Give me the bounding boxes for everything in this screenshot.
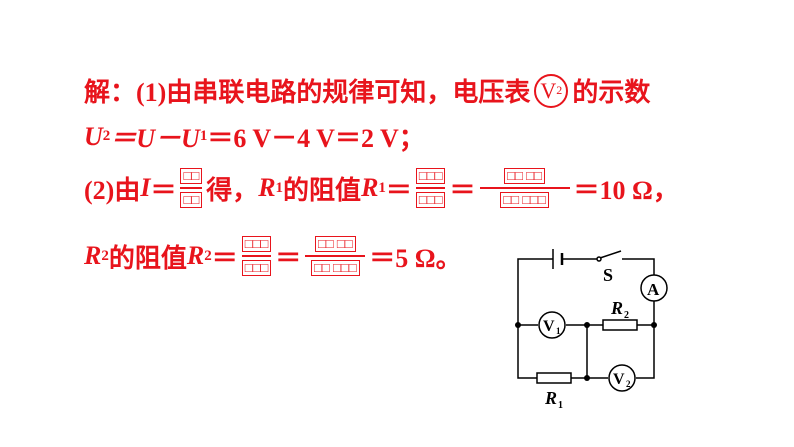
numerator: □□□ <box>241 236 272 252</box>
junction-dot <box>584 322 590 328</box>
r1-sub: 1 <box>558 400 563 411</box>
fraction: □□□ □□□ <box>415 168 446 208</box>
text: ＝ <box>449 175 476 205</box>
switch-pivot <box>596 256 602 262</box>
text: 解：(1)由串联电路的规律可知，电压表 <box>84 78 531 107</box>
v1-sub: 1 <box>556 326 561 336</box>
wires <box>517 258 655 379</box>
r2-label: R <box>610 298 623 318</box>
text: ＝ <box>150 175 177 205</box>
text: 1 <box>275 179 284 196</box>
fraction: □□ □□ □□ □□□ <box>479 168 570 208</box>
text: ＝ <box>275 243 302 273</box>
numerator: □□ □□ <box>504 168 545 184</box>
text: I <box>140 173 151 202</box>
text: (2)由 <box>84 175 141 205</box>
denominator: □□ □□□ <box>311 260 360 276</box>
numerator: □□□ <box>415 168 446 184</box>
text: V <box>540 77 557 103</box>
text: U <box>84 121 103 151</box>
text: 的阻值 <box>108 243 187 273</box>
junction-dot <box>515 322 521 328</box>
ammeter-symbol <box>640 274 668 302</box>
fraction: □□ □□ <box>180 168 203 208</box>
switch-label: S <box>603 265 613 285</box>
r2-sub: 2 <box>624 310 629 321</box>
text: ＝6 V－4 V＝2 V； <box>207 124 425 153</box>
junction-dot <box>584 375 590 381</box>
v2-sub: 2 <box>626 379 631 389</box>
voltmeter-v1-symbol <box>538 311 566 339</box>
denominator: □□ □□□ <box>500 192 549 208</box>
text: ＝5 Ω。 <box>369 243 462 273</box>
text: 2 <box>101 247 109 264</box>
fraction: □□□ □□□ <box>241 236 272 276</box>
denominator: □□□ <box>241 260 272 276</box>
denominator: □□ <box>180 192 203 208</box>
voltmeter-v2-symbol <box>608 364 636 392</box>
junction-dot <box>651 322 657 328</box>
text: ＝10 Ω， <box>573 175 679 205</box>
denominator: □□□ <box>415 192 446 208</box>
r1-label: R <box>544 388 557 408</box>
text: R <box>84 241 102 270</box>
text: R <box>258 173 276 202</box>
text: 2 <box>556 83 563 97</box>
v2-label: V <box>613 371 625 388</box>
numerator: □□ □□ <box>314 236 356 252</box>
text: 的阻值 <box>283 175 362 205</box>
numerator: □□ <box>180 168 203 184</box>
text: ＝ <box>385 175 412 205</box>
resistor-r2 <box>602 319 638 331</box>
text: 1 <box>378 179 386 196</box>
ammeter-label: A <box>647 280 660 299</box>
text: 1 <box>199 128 208 144</box>
text: 得， <box>206 175 259 205</box>
fraction: □□ □□ □□ □□□ <box>305 236 366 276</box>
text: 的示数 <box>572 78 651 107</box>
v1-label: V <box>543 318 555 335</box>
text: ＝U－U <box>110 124 200 153</box>
text: 2 <box>102 128 111 144</box>
switch-blade <box>599 250 622 259</box>
resistor-r1 <box>536 372 572 384</box>
text: R <box>361 173 379 202</box>
text: 2 <box>204 247 212 264</box>
text: R <box>186 241 205 270</box>
text: ＝ <box>211 243 238 273</box>
